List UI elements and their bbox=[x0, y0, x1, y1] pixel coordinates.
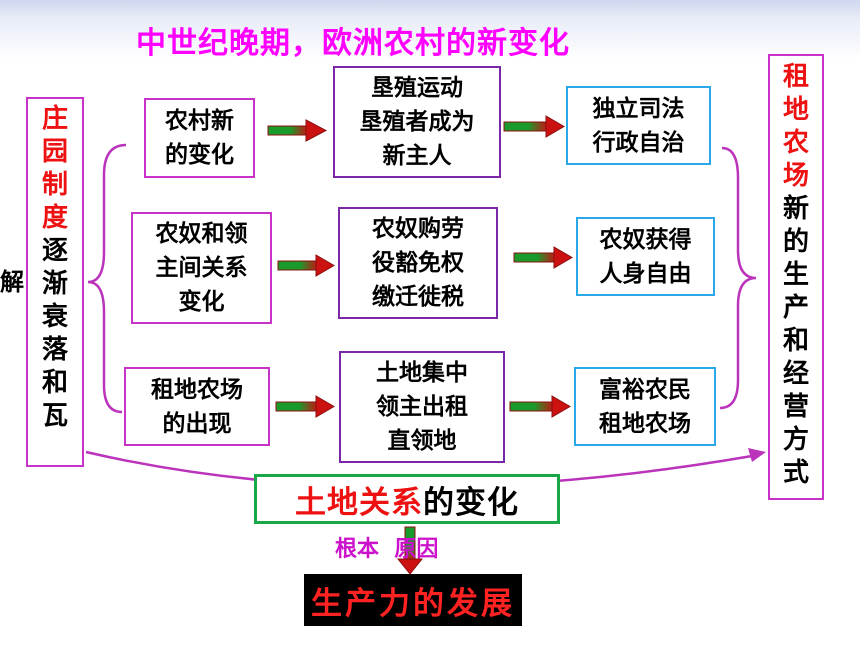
bottom-curve-arrowhead bbox=[748, 448, 766, 462]
farm-char: 场 bbox=[782, 161, 809, 191]
decline-char: 和 bbox=[41, 368, 68, 398]
row1-middle-line: 垦殖者成为 bbox=[359, 108, 475, 135]
decline-char: 衰 bbox=[41, 302, 68, 332]
row2-label-box: 农奴和领 主间关系 变化 bbox=[131, 212, 272, 324]
productivity-development-box: 生产力的发展 bbox=[304, 574, 522, 626]
mode-char: 生 bbox=[782, 260, 809, 290]
down-arrow bbox=[396, 526, 424, 575]
row2-label-line: 变化 bbox=[178, 288, 225, 315]
row2-label-line: 农奴和领 bbox=[155, 220, 248, 247]
left-brace bbox=[87, 143, 127, 414]
land-relation-text: 土地关系 bbox=[295, 484, 423, 521]
row3-label-line: 租地农场 bbox=[151, 375, 243, 403]
farm-char: 地 bbox=[782, 95, 809, 125]
row3-middle-line: 直领地 bbox=[387, 427, 457, 454]
row3-label-line: 的出现 bbox=[162, 409, 232, 437]
side-label: 解 bbox=[0, 267, 24, 296]
row3-middle-box: 土地集中 领主出租 直领地 bbox=[339, 351, 505, 463]
mode-char: 的 bbox=[782, 227, 809, 257]
change-text: 的变化 bbox=[423, 484, 519, 521]
mode-char: 产 bbox=[782, 293, 809, 323]
row2-middle-line: 农奴购劳 bbox=[372, 215, 464, 242]
manor-system-decline-box: 庄 园 制 度 逐 渐 衰 落 和 瓦 bbox=[26, 97, 84, 467]
manor-char: 园 bbox=[41, 137, 68, 167]
mode-char: 和 bbox=[782, 326, 809, 356]
row1-label-line: 农村新 bbox=[165, 107, 234, 134]
page-title: 中世纪晚期，欧洲农村的新变化 bbox=[136, 26, 570, 61]
land-relation-change-box: 土地关系的变化 bbox=[254, 474, 560, 524]
row2-middle-line: 缴迁徙税 bbox=[372, 283, 464, 310]
new-farming-mode-box: 租 地 农 场 新 的 生 产 和 经 营 方 式 bbox=[768, 54, 824, 500]
mode-char: 新 bbox=[782, 194, 809, 224]
row1-result-line: 行政自治 bbox=[592, 128, 685, 156]
row1-middle-line: 垦殖运动 bbox=[371, 74, 463, 101]
row2-label-line: 主间关系 bbox=[155, 254, 248, 281]
arrow-row2-b bbox=[513, 246, 573, 269]
row1-result-box: 独立司法 行政自治 bbox=[566, 86, 711, 165]
decline-char: 逐 bbox=[41, 236, 68, 266]
row3-middle-line: 领主出租 bbox=[376, 393, 468, 420]
row1-label-line: 的变化 bbox=[165, 141, 234, 168]
row3-result-line: 富裕农民 bbox=[599, 375, 691, 403]
row2-result-box: 农奴获得 人身自由 bbox=[576, 217, 715, 296]
row1-middle-line: 新主人 bbox=[382, 142, 452, 169]
arrow-row3-b bbox=[509, 395, 571, 418]
decline-char: 落 bbox=[41, 335, 68, 365]
row1-middle-box: 垦殖运动 垦殖者成为 新主人 bbox=[333, 66, 501, 178]
decline-char: 渐 bbox=[41, 269, 68, 299]
row3-label-box: 租地农场 的出现 bbox=[124, 367, 270, 446]
row3-middle-line: 土地集中 bbox=[376, 359, 468, 386]
mode-char: 式 bbox=[782, 458, 809, 488]
manor-char: 制 bbox=[41, 170, 68, 200]
manor-char: 度 bbox=[41, 203, 68, 233]
row2-result-line: 人身自由 bbox=[599, 259, 692, 287]
arrow-row1-b bbox=[503, 115, 565, 138]
row2-middle-box: 农奴购劳 役豁免权 缴迁徙税 bbox=[338, 207, 498, 319]
row3-result-box: 富裕农民 租地农场 bbox=[574, 367, 716, 446]
row2-middle-line: 役豁免权 bbox=[372, 249, 464, 276]
manor-char: 庄 bbox=[41, 104, 68, 134]
arrow-row3-a bbox=[275, 395, 335, 418]
row3-result-line: 租地农场 bbox=[599, 409, 691, 437]
right-brace bbox=[719, 146, 757, 410]
decline-char: 瓦 bbox=[41, 401, 68, 431]
row1-label-box: 农村新 的变化 bbox=[144, 98, 255, 178]
farm-char: 农 bbox=[782, 128, 809, 158]
mode-char: 经 bbox=[782, 359, 809, 389]
mode-char: 方 bbox=[782, 425, 809, 455]
mode-char: 营 bbox=[782, 392, 809, 422]
row1-result-line: 独立司法 bbox=[592, 94, 685, 122]
root-cause-label: 根本 原因 bbox=[335, 531, 438, 563]
arrow-row1-a bbox=[267, 119, 328, 142]
root-cause-text: 根本 原因 bbox=[335, 537, 439, 562]
arrow-row2-a bbox=[277, 254, 335, 277]
row2-result-line: 农奴获得 bbox=[599, 225, 692, 253]
farm-char: 租 bbox=[782, 62, 809, 92]
